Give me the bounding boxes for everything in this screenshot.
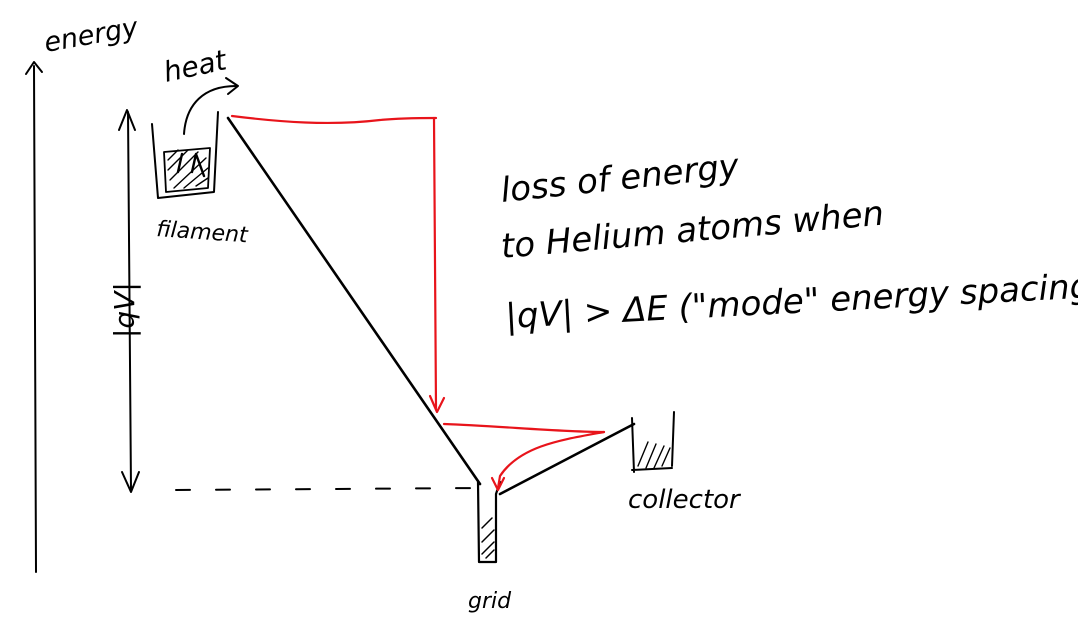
filament-label: filament: [156, 217, 250, 248]
note-line-1: loss of energy: [499, 146, 742, 211]
grid-label: grid: [468, 589, 512, 614]
energy-axis: [25, 61, 43, 573]
heat-arrow: [183, 77, 239, 135]
note-line-3: |qV| > ΔE ("mode" energy spacing): [504, 266, 1078, 337]
energy-loss-note: loss of energy to Helium atoms when |qV|…: [499, 146, 1078, 337]
grid-electrode: [476, 480, 502, 564]
qv-double-arrow: [118, 109, 140, 493]
qv-label: |qV|: [108, 282, 141, 338]
heat-label: heat: [161, 43, 231, 89]
electron-energy-path: [230, 114, 606, 492]
filament-container: [151, 111, 219, 199]
ground-level-dashed-line: [175, 487, 481, 491]
potential-profile: [226, 116, 675, 496]
collector-label: collector: [628, 485, 742, 515]
energy-axis-label: energy: [42, 12, 142, 59]
